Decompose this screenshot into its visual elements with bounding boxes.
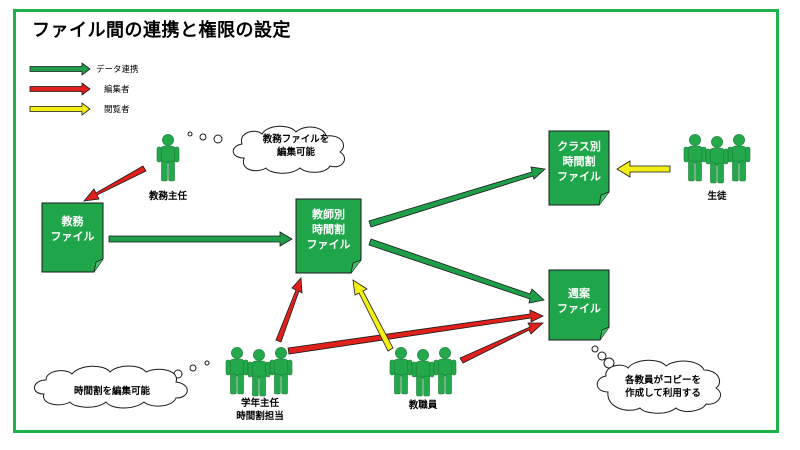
- doc-teacher-line3: ファイル: [306, 237, 351, 251]
- doc-teacher-line2: 時間割: [312, 222, 345, 236]
- edit-grade-to-weekly-arrow: [287, 309, 544, 355]
- person-staff-label: 教職員: [408, 400, 438, 411]
- person-students-label: 生徒: [707, 191, 727, 202]
- page-title: ファイル間の連携と権限の設定: [32, 20, 291, 41]
- cloud-staff-label: 各教員がコピーを 作成して利用する: [608, 375, 718, 401]
- doc-kyomu-label: 教務 ファイル: [42, 215, 103, 245]
- doc-weekly-plan-file: [548, 269, 610, 341]
- cloud-grade-label: 時間割を編集可能: [73, 386, 150, 397]
- doc-weekly-line2: ファイル: [557, 301, 601, 315]
- doc-teacher-label: 教師別 時間割 ファイル: [296, 208, 361, 253]
- doc-teacher-line1: 教師別: [312, 208, 345, 221]
- doc-kyomu-file: [41, 202, 104, 273]
- link-students-view-class-arrow: [616, 160, 671, 178]
- doc-class-line1: クラス別: [557, 140, 601, 153]
- doc-class-line2: 時間割: [562, 154, 596, 168]
- edit-grade-to-teacher-arrow: [275, 277, 303, 343]
- group-icon: [225, 346, 293, 397]
- doc-teacher-timetable-file: [295, 198, 362, 274]
- legend-label-data-link: データ連携: [96, 65, 139, 75]
- cloud-head-label: 教務ファイルを 編集可能: [246, 134, 346, 160]
- edit-head-to-kyomu-arrow: [83, 165, 147, 202]
- doc-weekly-label: 週案 ファイル: [549, 287, 609, 317]
- link-kyomu-to-teacher-arrow: [108, 231, 293, 247]
- group-icon: [389, 346, 457, 397]
- person-grade-line2: 時間割担当: [236, 410, 284, 422]
- person-head-label: 教務主任: [148, 191, 187, 202]
- edit-staff-to-weekly-arrow: [459, 322, 545, 364]
- doc-class-timetable-file: [548, 130, 610, 206]
- cloud-staff-line2: 作成して利用する: [625, 387, 701, 399]
- cloud-head-line2: 編集可能: [276, 146, 315, 158]
- cloud-staff: [591, 345, 721, 414]
- group-icon: [683, 133, 751, 184]
- doc-class-label: クラス別 時間割 ファイル: [549, 140, 609, 185]
- person-grade-line1: 学年主任: [240, 398, 279, 409]
- cloud-head-line1: 教務ファイルを: [262, 134, 330, 145]
- doc-weekly-line1: 週案: [568, 287, 590, 300]
- legend-editor-arrow: [29, 82, 91, 96]
- cloud-head: [187, 125, 345, 174]
- person-icon: [156, 133, 180, 182]
- doc-kyomu-line2: ファイル: [50, 229, 95, 243]
- diagram-frame: [13, 9, 779, 433]
- link-teacher-to-weekly-arrow: [368, 238, 545, 304]
- legend-label-editor: 編集者: [104, 85, 130, 95]
- person-grade-label: 学年主任 時間割担当: [225, 398, 295, 424]
- view-staff-to-teacher-arrow: [352, 279, 394, 352]
- cloud-staff-line1: 各教員がコピーを: [624, 375, 701, 386]
- legend-label-viewer: 閲覧者: [104, 105, 130, 115]
- link-teacher-to-class-arrow: [368, 166, 546, 228]
- legend-data-link-arrow: [29, 62, 91, 76]
- doc-kyomu-line1: 教務: [61, 215, 84, 228]
- legend-viewer-arrow: [29, 102, 91, 116]
- cloud-grade: [34, 360, 210, 409]
- doc-class-line3: ファイル: [557, 169, 601, 183]
